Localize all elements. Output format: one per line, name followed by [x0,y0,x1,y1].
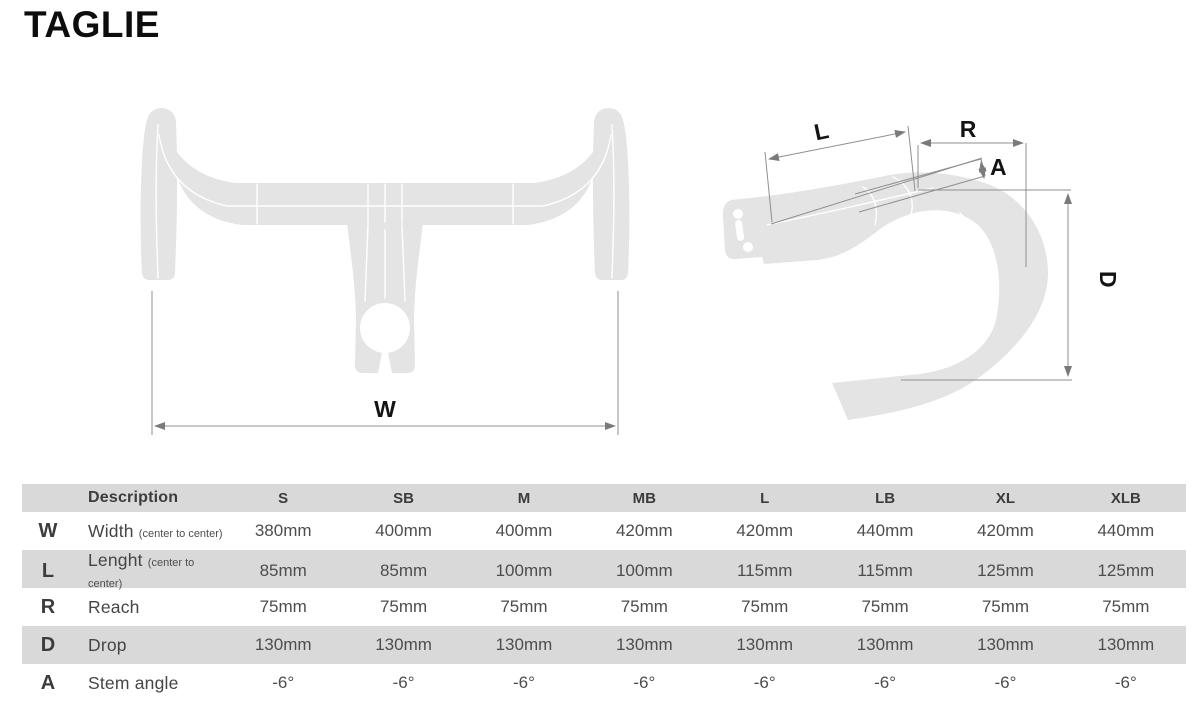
cell-value: 130mm [615,635,673,654]
cell-value: 75mm [981,597,1030,616]
row-description: Lenght [88,550,143,570]
cell-value: 85mm [259,561,307,580]
cell-value: 130mm [856,635,914,654]
cell-value: 420mm [615,521,673,540]
table-row-stem-angle: A Stem angle -6° -6° -6° -6° -6° -6° -6°… [22,664,1186,702]
handlebar-front-view-diagram: W [135,95,635,455]
table-row-reach: R Reach 75mm 75mm 75mm 75mm 75mm 75mm 75… [22,588,1186,626]
cell-value: 75mm [620,597,668,616]
table-header-row: Description S SB M MB L LB XL XLB [22,484,1186,512]
cell-value: -6° [753,673,776,692]
width-dimension-label: W [374,396,396,422]
col-size-m: M [517,489,531,507]
table-row-width: W Width (center to center) 380mm 400mm 4… [22,512,1186,550]
handlebar-side-silhouette [722,172,1048,420]
row-description: Drop [88,634,127,655]
cell-value: 130mm [1097,635,1155,654]
drop-dimension-label: D [1095,271,1121,288]
cell-value: -6° [1114,673,1137,692]
angle-dimension-label: A [990,154,1007,180]
cell-value: -6° [874,673,897,692]
cell-value: -6° [392,673,415,692]
cell-value: 420mm [736,521,794,540]
cell-value: -6° [272,673,295,692]
table-row-length: L Lenght (center to center) 85mm 85mm 10… [22,550,1186,590]
cell-value: 125mm [977,561,1034,580]
row-description: Stem angle [88,672,179,693]
cell-value: 75mm [741,597,789,616]
col-size-xlb: XLB [1110,489,1141,507]
cell-value: 100mm [615,561,673,580]
cell-value: 130mm [254,635,312,654]
cell-value: 75mm [861,597,909,616]
row-key: D [40,633,56,656]
handlebar-front-view-drawing: W [140,108,630,435]
row-description: Reach [88,596,140,617]
cell-value: -6° [633,673,656,692]
cell-value: 400mm [495,521,553,540]
cell-value: 130mm [977,635,1034,654]
row-key: L [41,559,55,582]
cell-value: 75mm [500,597,548,616]
cell-value: 100mm [495,561,553,580]
cell-value: 400mm [375,521,432,540]
reach-dimension-label: R [960,116,977,142]
length-dimension-label: L [812,117,831,145]
cell-value: 440mm [856,521,914,540]
col-size-lb: LB [875,489,896,507]
row-key: W [38,519,58,542]
row-note: (center to center) [138,527,223,540]
col-size-mb: MB [632,489,656,507]
cell-value: 125mm [1097,561,1155,580]
col-description: Description [88,489,179,506]
col-size-s: S [278,489,289,507]
row-key: A [40,671,56,694]
cell-value: 75mm [379,597,428,616]
cell-value: 130mm [736,635,794,654]
cell-value: 85mm [379,561,428,580]
cell-value: 115mm [857,561,913,580]
col-size-xl: XL [995,489,1016,507]
cell-value: -6° [512,673,535,692]
handlebar-side-view-drawing: L R A D [722,116,1121,420]
handlebar-front-silhouette [140,108,630,373]
cell-value: 130mm [495,635,553,654]
cell-value: -6° [994,673,1017,692]
cell-value: 440mm [1097,521,1155,540]
col-size-l: L [760,489,770,507]
size-table: Description S SB M MB L LB XL XLB W Widt… [22,484,1186,702]
handlebar-side-view-diagram: L R A D [705,95,1175,465]
row-key: R [40,595,56,618]
table-row-drop: D Drop 130mm 130mm 130mm 130mm 130mm 130… [22,626,1186,664]
side-dimensions: L R A D [764,116,1121,381]
row-note: (center to center) [88,557,195,590]
cell-value: 75mm [259,597,307,616]
cell-value: 420mm [977,521,1034,540]
cell-value: 75mm [1102,597,1150,616]
cell-value: 130mm [375,635,432,654]
col-size-sb: SB [393,489,414,507]
cell-value: 380mm [254,521,312,540]
cell-value: 115mm [736,561,793,580]
row-description: Width [88,520,134,541]
width-dimension: W [151,291,619,435]
page-title: TAGLIE [24,4,160,45]
